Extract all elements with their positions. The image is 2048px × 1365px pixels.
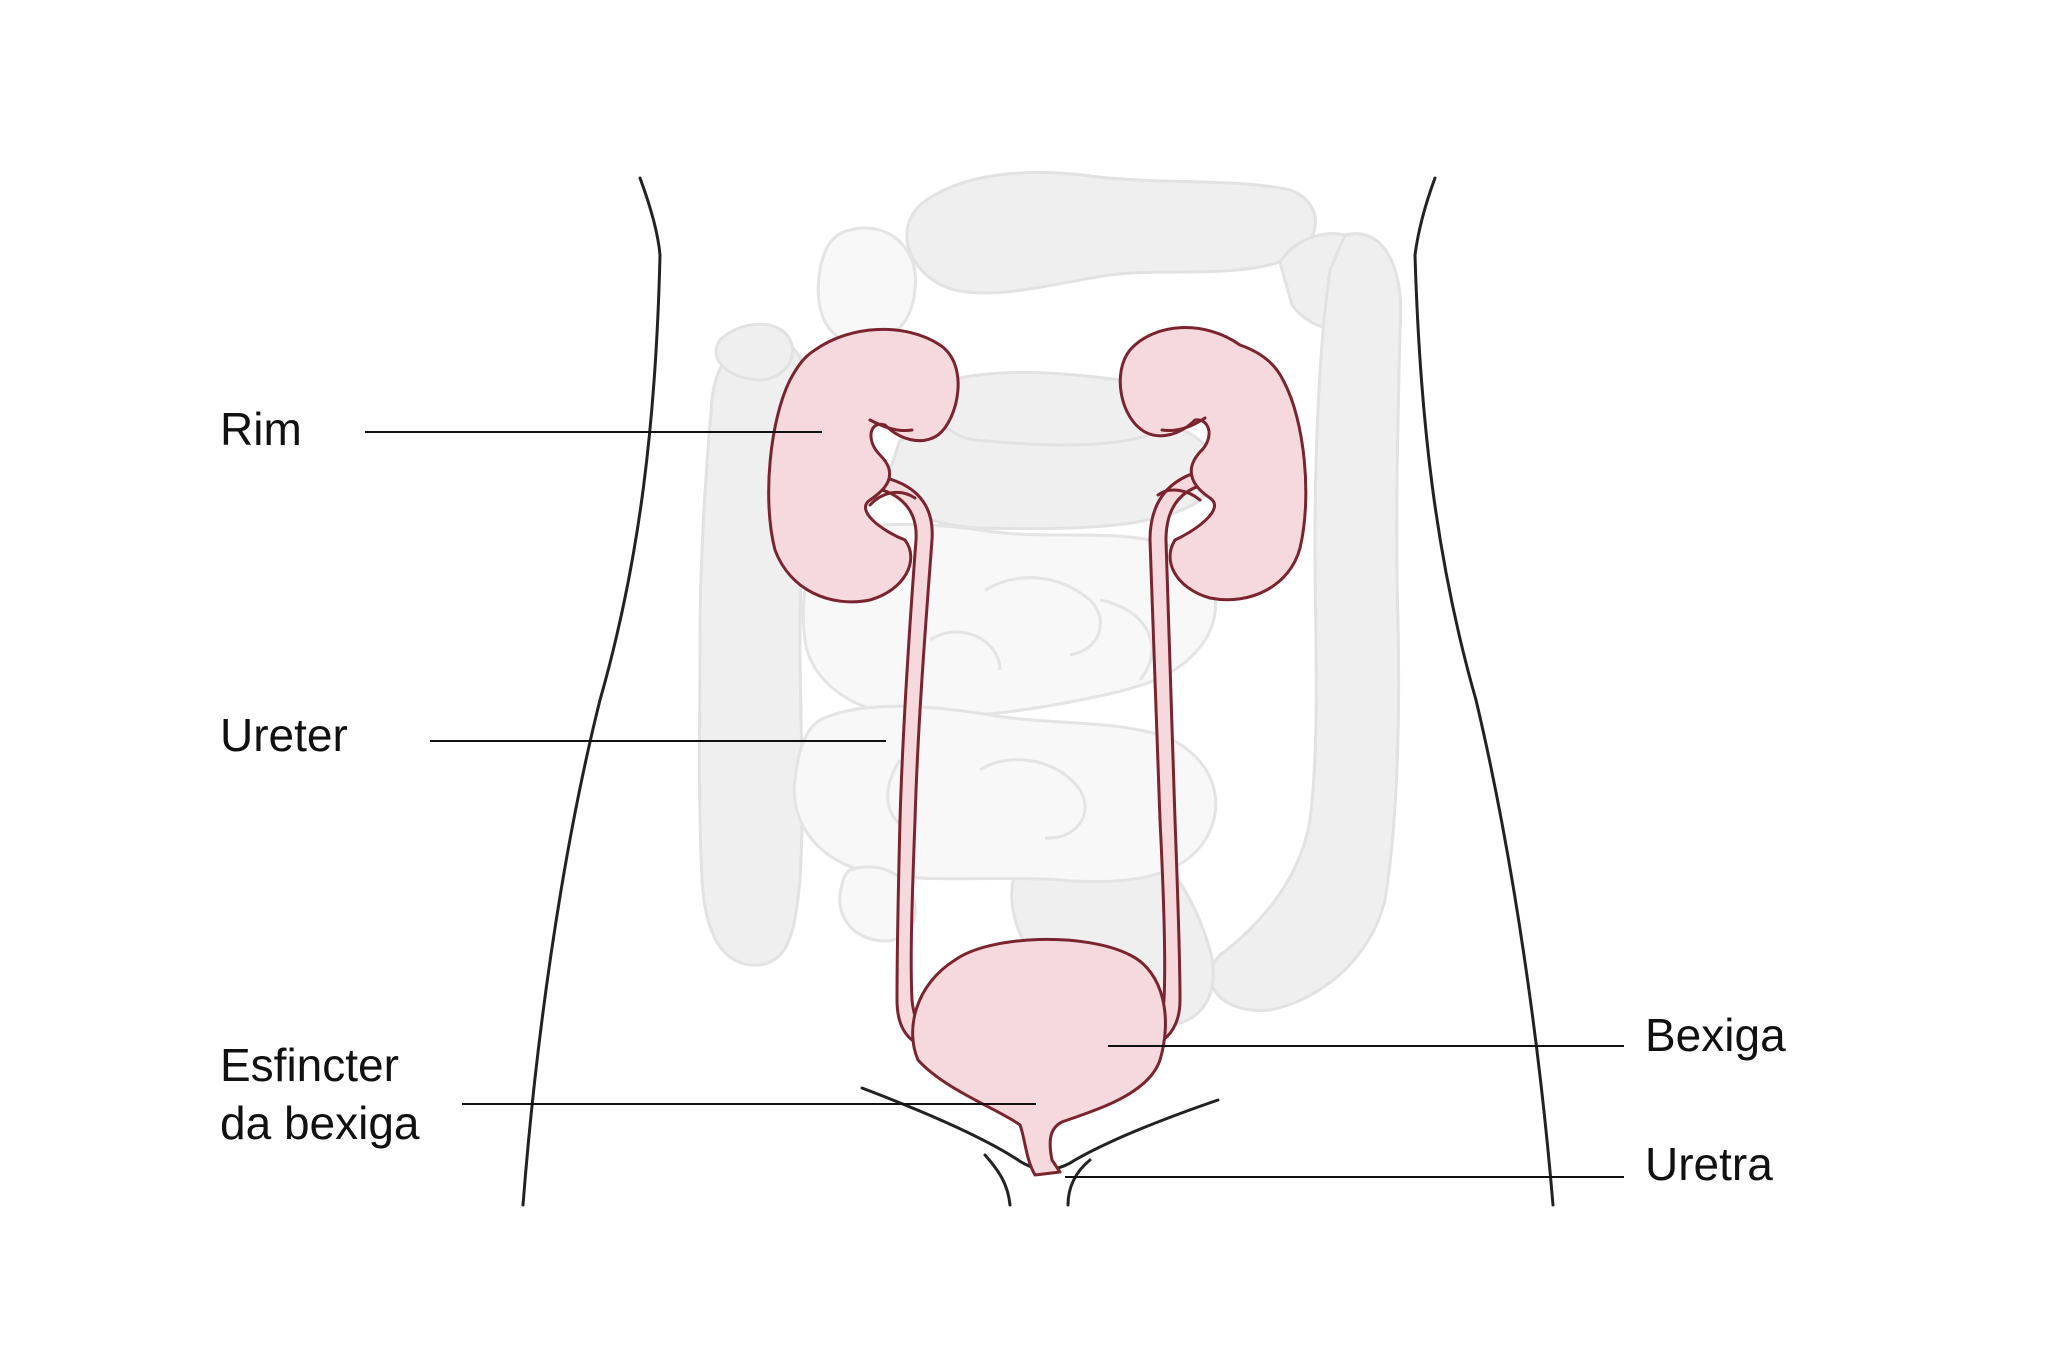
bladder-label: Bexiga — [1645, 1009, 1786, 1061]
kidney-details — [868, 416, 1207, 507]
urethra-label: Uretra — [1645, 1138, 1773, 1190]
sphincter-label-line-1: Esfincter — [220, 1039, 399, 1091]
large-intestine — [698, 170, 1403, 1027]
urinary-tract — [767, 326, 1308, 1177]
kidney-label: Rim — [220, 403, 302, 455]
right-kidney — [1118, 326, 1308, 602]
ureter-label: Ureter — [220, 709, 348, 761]
sphincter-label-line-2: da bexiga — [220, 1097, 420, 1149]
left-kidney — [767, 328, 960, 604]
sphincter-label: Esfincter da bexiga — [220, 1036, 420, 1152]
leader-lines — [365, 431, 1624, 1178]
bladder — [911, 937, 1167, 1177]
